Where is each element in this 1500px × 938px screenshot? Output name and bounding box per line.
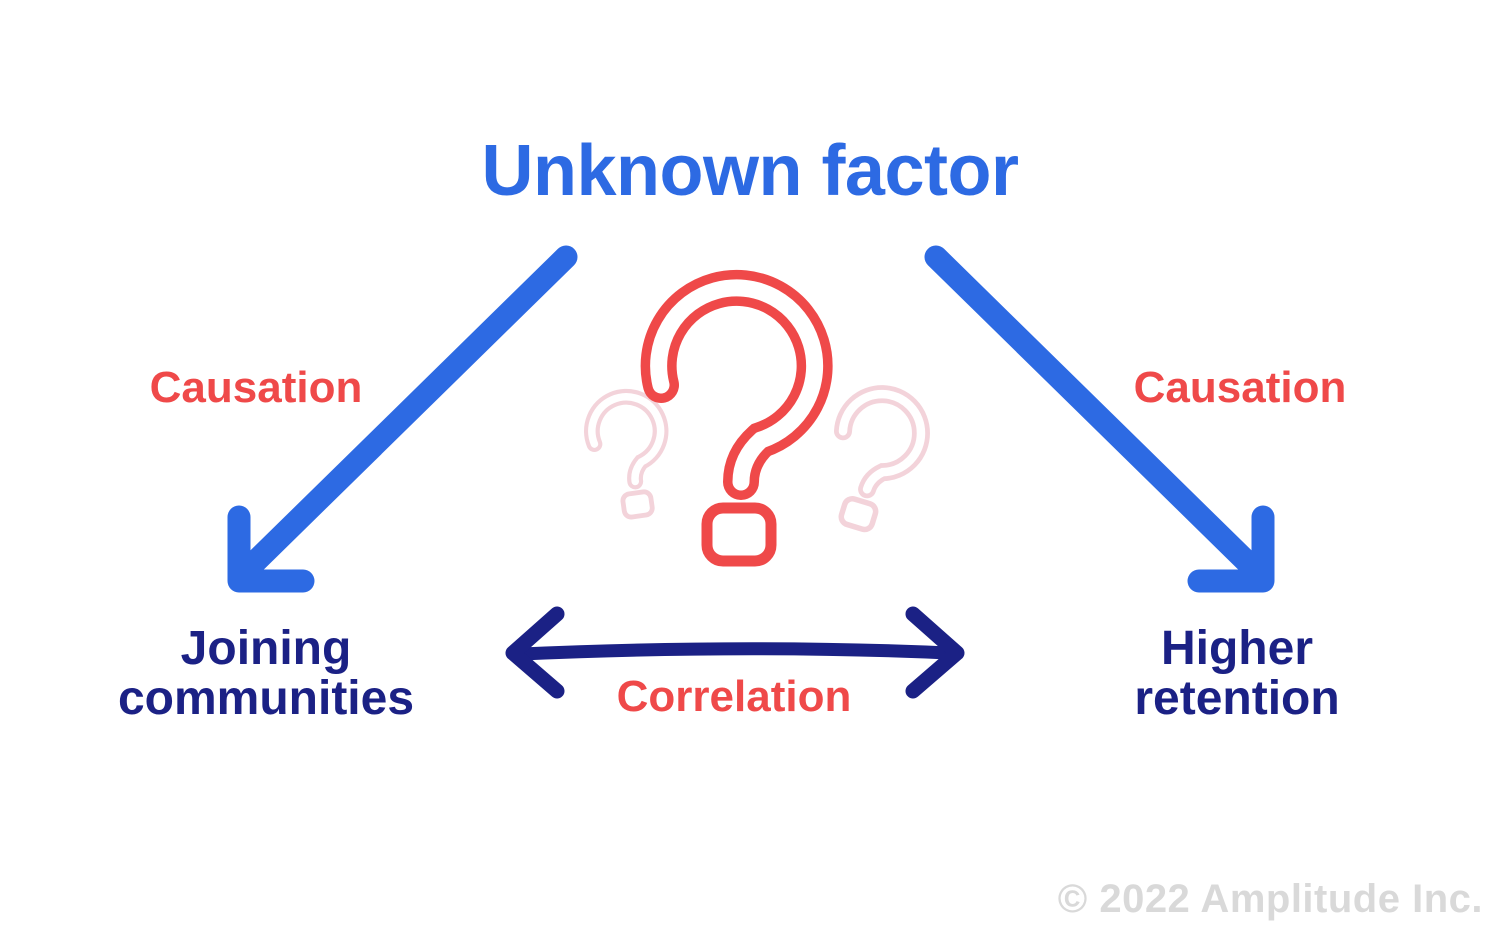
node-label-line: communities bbox=[117, 672, 415, 725]
causation-label-left: Causation bbox=[149, 363, 363, 412]
question-mark-icon bbox=[659, 288, 815, 561]
node-label-line: Higher bbox=[1160, 622, 1313, 675]
question-mark-icon-left bbox=[587, 392, 672, 521]
node-joining-communities: Joining communities bbox=[66, 624, 466, 724]
question-mark-icon-right bbox=[816, 384, 931, 537]
copyright-watermark: © 2022 Amplitude Inc. bbox=[1057, 877, 1483, 921]
causation-arrow-right bbox=[924, 245, 1275, 593]
correlation-arrow bbox=[505, 606, 965, 699]
node-label-line: Joining bbox=[180, 622, 352, 675]
node-label-line: retention bbox=[1134, 672, 1340, 725]
node-higher-retention: Higher retention bbox=[1037, 624, 1437, 724]
causation-label-right: Causation bbox=[1133, 363, 1347, 412]
causation-arrow-left bbox=[227, 245, 578, 593]
correlation-label: Correlation bbox=[616, 672, 852, 721]
page-title: Unknown factor bbox=[481, 131, 1019, 211]
